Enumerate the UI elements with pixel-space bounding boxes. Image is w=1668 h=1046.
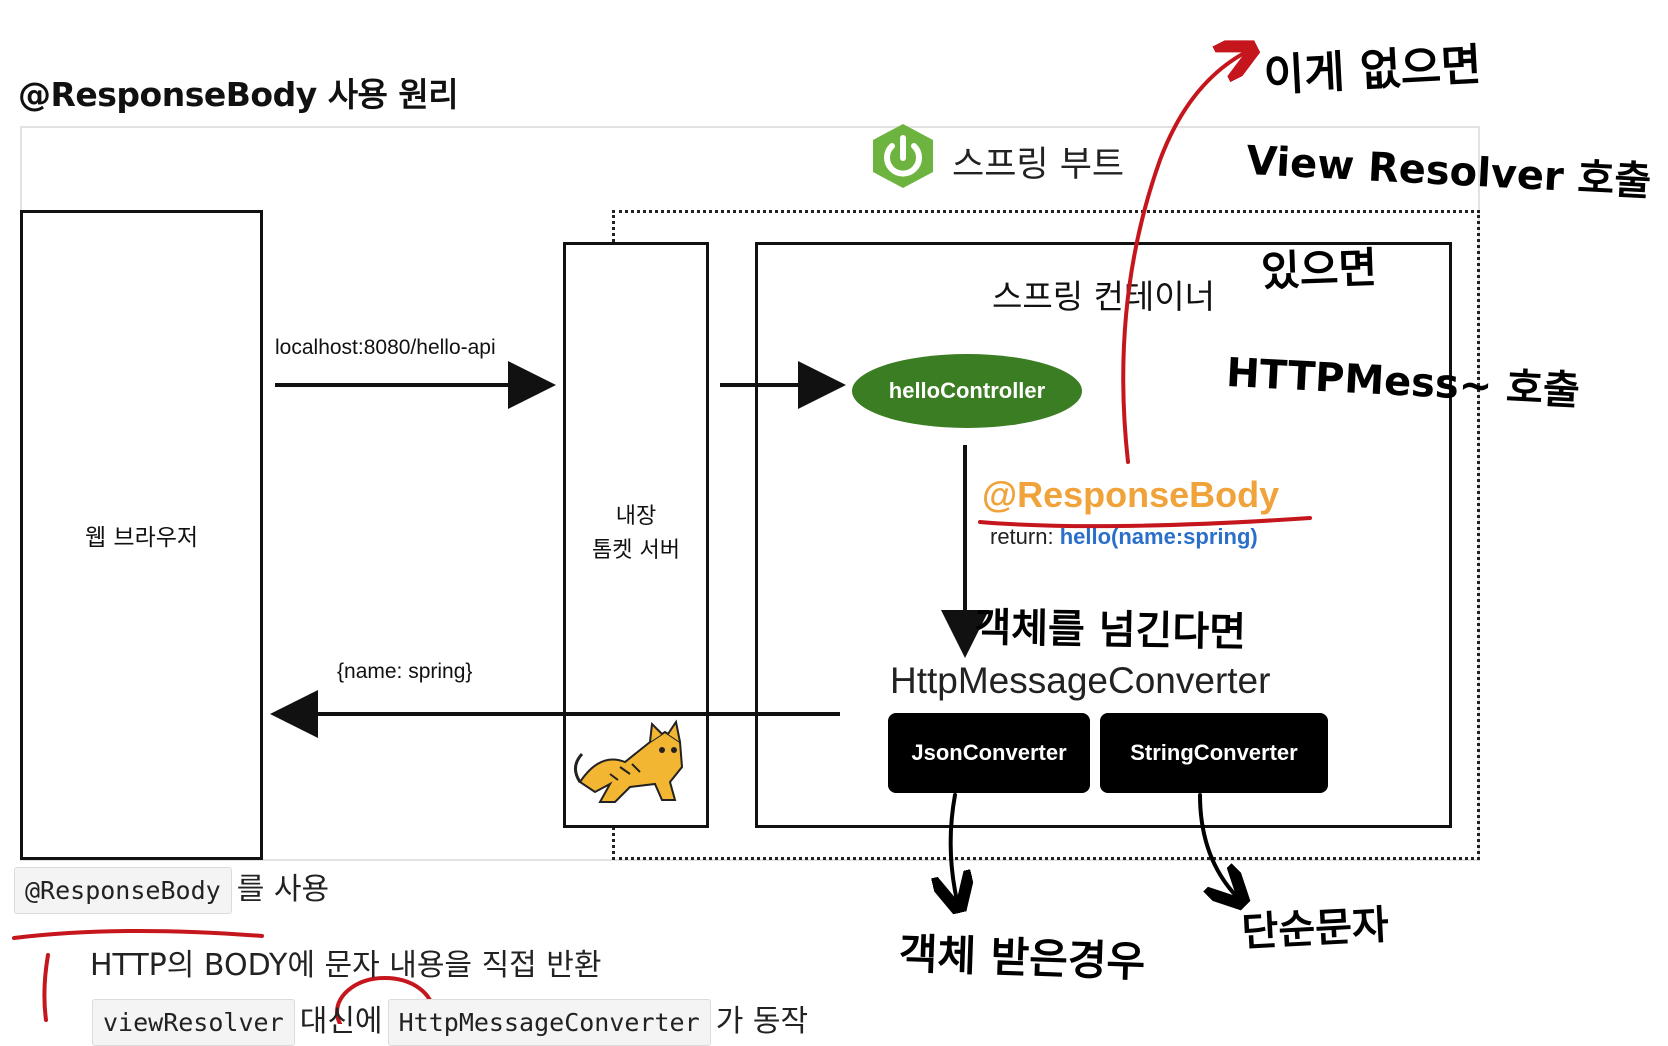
string-converter-box: StringConverter [1100, 713, 1328, 793]
code-http-message-converter: HttpMessageConverter [387, 999, 711, 1046]
string-converter-label: StringConverter [1130, 740, 1298, 765]
return-value: hello(name:spring) [1059, 524, 1258, 549]
response-body-annotation: @ResponseBody [982, 474, 1280, 515]
bullet-line-2: HTTP의 BODY에 문자 내용을 직접 반환 [90, 948, 602, 983]
handwritten-note-1: 이게 없으면 [1262, 39, 1483, 102]
response-payload-label: {name: spring} [337, 660, 473, 683]
handwritten-note-5: 객체를 넘긴다면 [974, 604, 1247, 656]
diagram-arrows-layer [12, 0, 1312, 1024]
tomcat-label-line2: 톰켓 서버 [592, 538, 680, 563]
embedded-tomcat-label: 내장 톰켓 서버 [563, 500, 709, 568]
tomcat-label-line1: 내장 [615, 504, 657, 529]
request-url-label: localhost:8080/hello-api [275, 336, 496, 359]
web-browser-box: 웹 브라우저 [20, 210, 263, 860]
return-statement: return: hello(name:spring) [990, 524, 1258, 550]
code-response-body: @ResponseBody [14, 867, 232, 914]
red-underline-annotation [978, 516, 1312, 529]
red-up-arrow [1121, 50, 1250, 464]
hello-controller-node: helloController [852, 354, 1082, 428]
code-view-resolver: viewResolver [92, 999, 295, 1046]
spring-container-title: 스프링 컨테이너 [991, 277, 1215, 316]
red-margin-stroke [42, 953, 50, 1022]
tomcat-cat-icon [570, 712, 690, 807]
web-browser-label: 웹 브라우저 [84, 525, 199, 551]
line3-mid: 대신에 [299, 1004, 383, 1039]
json-converter-box: JsonConverter [888, 713, 1090, 793]
page-title: @ResponseBody 사용 원리 [18, 75, 459, 114]
http-message-converter-title: HttpMessageConverter [890, 660, 1271, 701]
embedded-tomcat-box [563, 242, 709, 828]
bullet-line-1: @ResponseBody 를 사용 [14, 864, 330, 914]
handwritten-note-3: 있으면 [1260, 242, 1378, 296]
bullet-line-3: viewResolver 대신에 HttpMessageConverter 가 … [92, 996, 809, 1046]
handwritten-note-6: 객체 받은경우 [897, 928, 1147, 987]
black-arrow-string [1198, 793, 1240, 900]
handwritten-note-7: 단순문자 [1240, 902, 1390, 956]
black-arrow-json [951, 793, 958, 905]
return-prefix: return: [990, 524, 1060, 549]
line1-suffix: 를 사용 [236, 872, 330, 907]
red-underline-code [12, 928, 264, 940]
json-converter-label: JsonConverter [911, 740, 1067, 765]
line3-suffix: 가 동작 [715, 1004, 809, 1039]
hello-controller-label: helloController [888, 378, 1046, 403]
spring-boot-title: 스프링 부트 [952, 145, 1125, 185]
spring-boot-power-icon [868, 122, 938, 190]
